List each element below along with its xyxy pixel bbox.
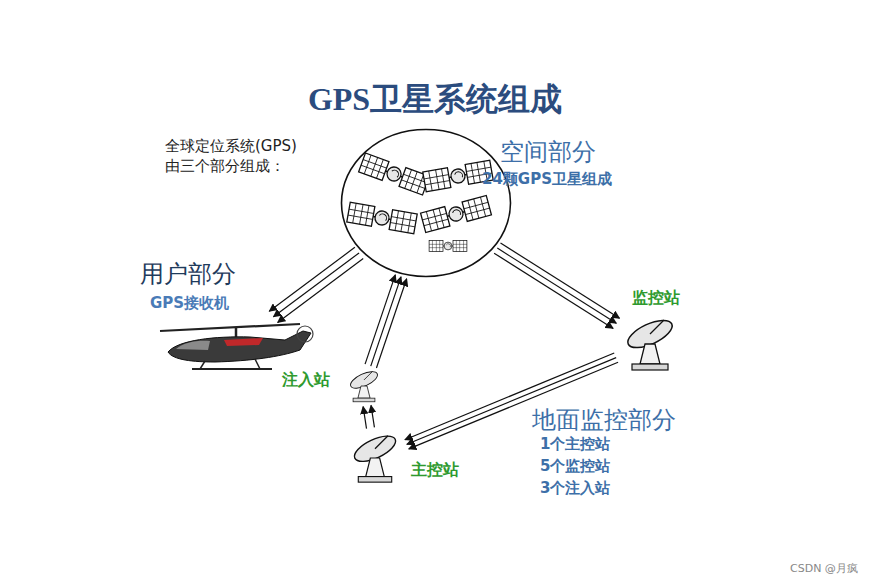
- diagram-title: GPS卫星系统组成: [0, 78, 870, 122]
- count-line: 5个监控站: [540, 456, 610, 476]
- user-segment: 用户部分GPS接收机: [155, 318, 315, 373]
- monitor-station: 监控站: [618, 315, 680, 373]
- signal-arrows: [405, 353, 618, 449]
- space-segment: 空间部分24颗GPS卫星组成: [340, 128, 512, 278]
- arrow-line: [365, 275, 395, 364]
- count-line: 3个注入站: [540, 478, 610, 498]
- satellites: [347, 153, 493, 252]
- arrow-line: [273, 253, 359, 317]
- segment-subtitle: GPS接收机: [150, 294, 229, 313]
- segment-heading: 主控站: [411, 460, 459, 481]
- group-heading: 地面监控部分: [532, 404, 676, 436]
- arrow-line: [371, 405, 374, 427]
- signal-arrows: [494, 243, 619, 328]
- arrow-line: [371, 277, 401, 366]
- signal-arrows: [363, 405, 374, 428]
- antenna-dishes: [348, 315, 676, 482]
- segment-heading: 监控站: [632, 288, 680, 309]
- arrow-line: [278, 259, 364, 323]
- arrow-line: [363, 407, 366, 429]
- segment-heading: 空间部分: [500, 136, 596, 168]
- segment-heading: 注入站: [282, 370, 330, 391]
- injection-station: 注入站: [340, 368, 388, 404]
- segment-subtitle: 24颗GPS卫星组成: [482, 170, 612, 189]
- signal-arrows: [365, 275, 407, 368]
- ellipse-outline: [340, 128, 512, 278]
- arrow-line: [269, 247, 355, 311]
- arrow-line: [501, 243, 620, 318]
- arrow-line: [494, 253, 613, 328]
- signal-arrows: [269, 247, 363, 322]
- master-station: 主控站: [345, 430, 405, 485]
- arrow-line: [497, 248, 616, 323]
- arrow-line: [376, 279, 406, 368]
- count-line: 1个主控站: [540, 434, 610, 454]
- intro-note: 全球定位系统(GPS) 由三个部分组成：: [165, 136, 305, 177]
- watermark: CSDN @月疯: [790, 562, 858, 577]
- segment-heading: 用户部分: [140, 258, 236, 290]
- helicopter: [160, 324, 313, 369]
